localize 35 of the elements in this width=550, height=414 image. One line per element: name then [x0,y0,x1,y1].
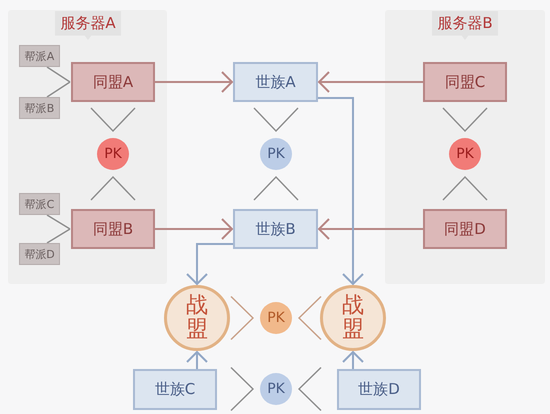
arrow [186,351,208,369]
heading-tab: 服务器A [55,11,121,40]
name-box: 世族D [337,369,421,410]
server-panel [385,10,545,284]
server-panel [8,10,167,284]
label-box: 帮派D [19,243,60,265]
arrow [342,351,364,369]
arrow [186,243,233,285]
pk-circle: PK [260,373,292,405]
arrow [155,218,233,240]
name-box: 世族A [233,62,318,102]
arrow [318,218,423,240]
connector-line [46,214,70,230]
pk-circle: PK [97,138,129,170]
label-box: 帮派A [19,45,60,67]
arrow [155,71,233,93]
arrow [318,71,423,93]
arrow [318,97,364,285]
heading-tab: 服务器B [432,11,498,40]
name-box: 世族C [133,369,217,410]
connector-line [46,81,70,98]
name-box: 世族B [233,209,318,249]
name-box: 同盟D [423,209,507,249]
name-box: 同盟B [71,209,155,249]
ring-circle: 战盟 [164,285,230,351]
connector-line [46,66,70,83]
pk-circle: PK [449,138,481,170]
name-box: 同盟A [71,62,155,102]
name-box: 同盟C [423,62,507,102]
label-box: 帮派C [19,193,60,215]
label-box: 帮派B [19,97,60,119]
ring-circle: 战盟 [320,285,386,351]
pk-circle: PK [260,138,292,170]
pk-circle: PK [260,302,292,334]
connector-line [46,228,70,244]
